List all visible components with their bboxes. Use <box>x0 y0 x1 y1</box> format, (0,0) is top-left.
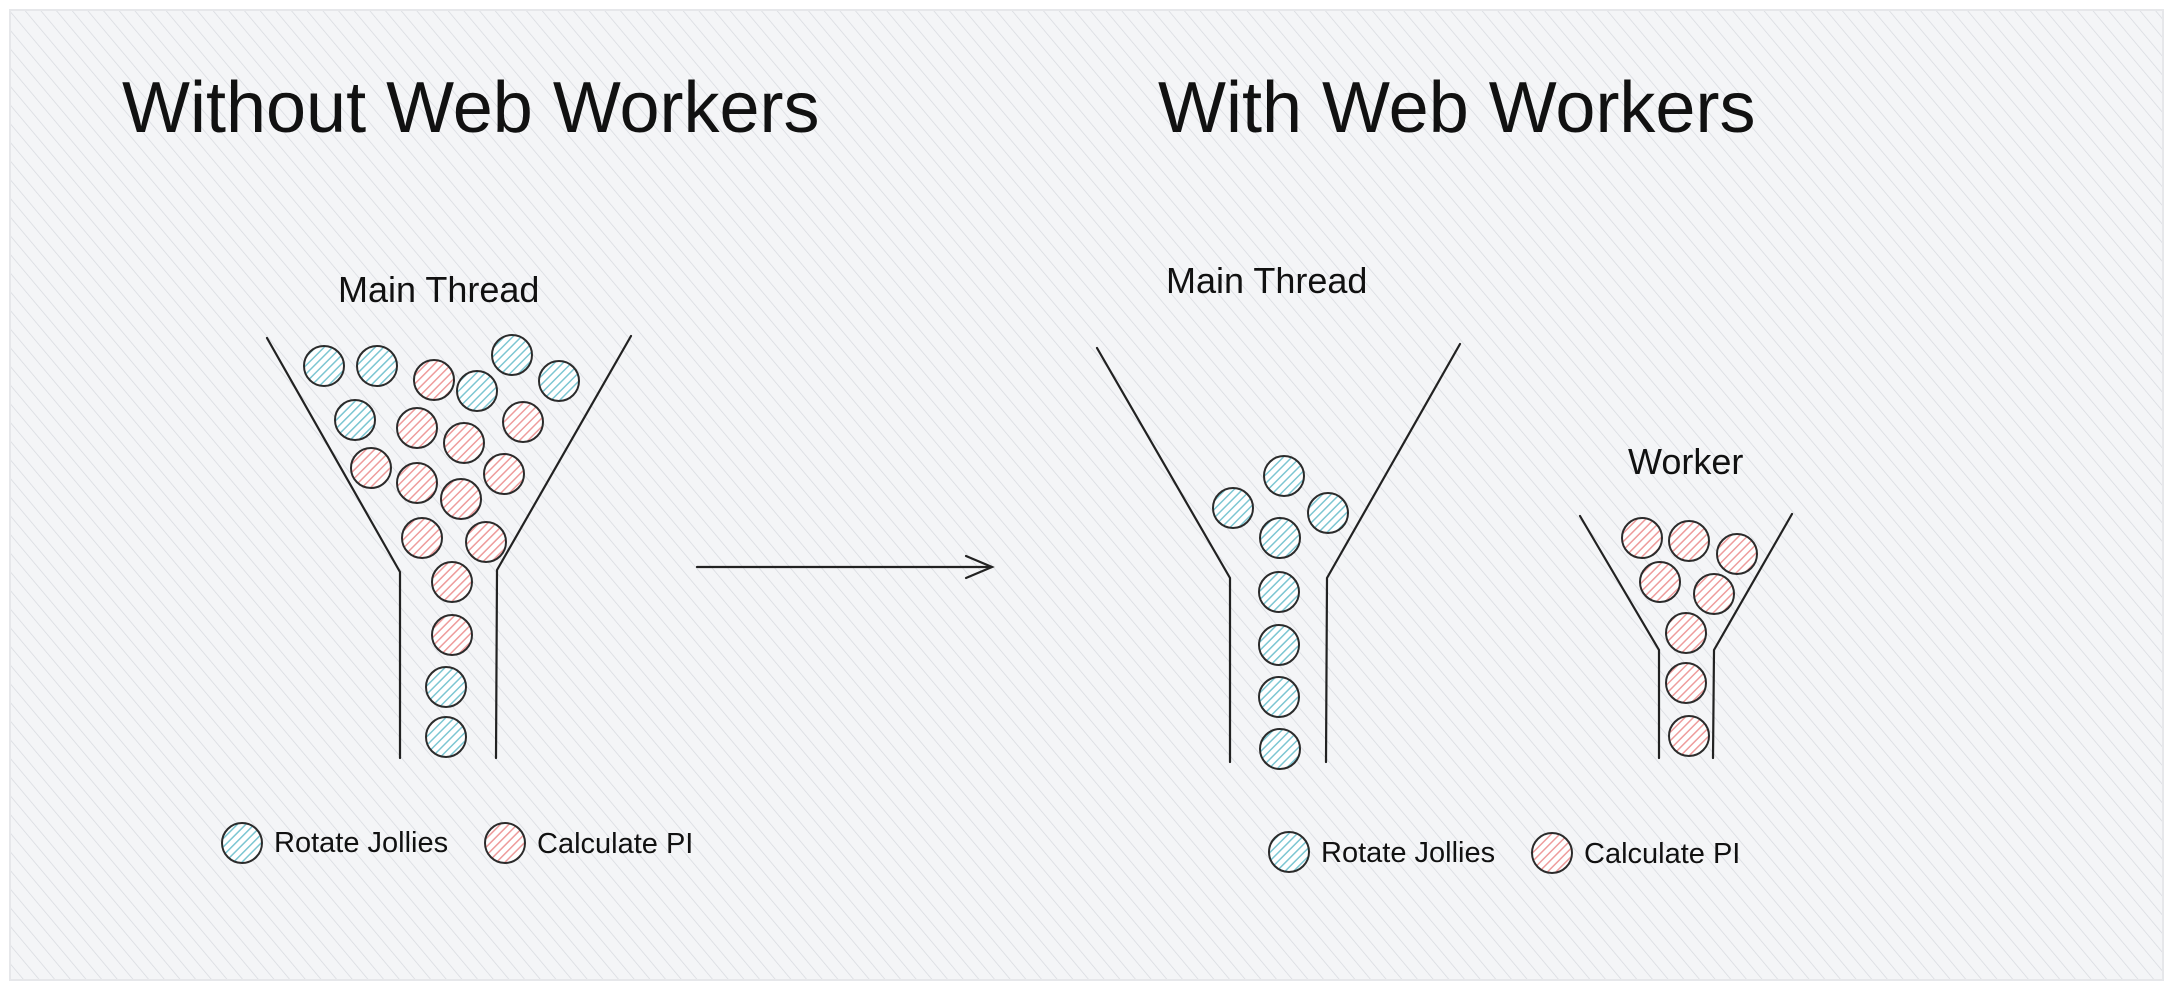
right-title: With Web Workers <box>1158 68 1755 148</box>
calculate-pi-ball <box>431 614 473 656</box>
legend-calculate-label: Calculate PI <box>1584 838 1740 870</box>
calculate-pi-ball <box>1716 533 1758 575</box>
calculate-pi-ball <box>1639 561 1681 603</box>
calculate-pi-ball <box>465 521 507 563</box>
right-funnel-right-wall <box>1324 342 1462 764</box>
calculate-pi-ball <box>1665 662 1707 704</box>
left-balls <box>303 334 580 758</box>
worker-balls <box>1621 517 1758 757</box>
rotate-jollies-ball <box>1259 517 1301 559</box>
legend-rotate-label: Rotate Jollies <box>1321 837 1495 869</box>
rotate-jollies-ball <box>1258 571 1300 613</box>
legend-rotate-label: Rotate Jollies <box>274 827 448 859</box>
background <box>9 9 2164 981</box>
calculate-pi-ball <box>401 517 443 559</box>
right-legend: Rotate Jollies Calculate PI <box>1268 831 1740 874</box>
legend-calculate-swatch <box>484 822 526 864</box>
calculate-pi-ball <box>502 401 544 443</box>
right-balls <box>1212 455 1349 770</box>
calculate-pi-ball <box>1668 715 1710 757</box>
calculate-pi-ball <box>440 478 482 520</box>
right-funnel-label: Main Thread <box>1166 260 1367 301</box>
rotate-jollies-ball <box>1212 487 1254 529</box>
left-funnel-label: Main Thread <box>338 269 539 310</box>
rotate-jollies-ball <box>1307 492 1349 534</box>
rotate-jollies-ball <box>456 370 498 412</box>
calculate-pi-ball <box>350 447 392 489</box>
legend-calculate-swatch <box>1531 832 1573 874</box>
calculate-pi-ball <box>396 407 438 449</box>
legend-rotate-swatch <box>1268 831 1310 873</box>
legend-rotate-swatch <box>221 822 263 864</box>
rotate-jollies-ball <box>1259 728 1301 770</box>
left-funnel-right-wall <box>494 334 633 760</box>
left-title: Without Web Workers <box>122 68 820 148</box>
calculate-pi-ball <box>1693 573 1735 615</box>
worker-label: Worker <box>1628 441 1743 482</box>
calculate-pi-ball <box>396 462 438 504</box>
rotate-jollies-ball <box>425 666 467 708</box>
rotate-jollies-ball <box>1263 455 1305 497</box>
rotate-jollies-ball <box>425 716 467 758</box>
rotate-jollies-ball <box>303 345 345 387</box>
rotate-jollies-ball <box>356 345 398 387</box>
right-funnel <box>1095 342 1462 764</box>
legend-calculate-label: Calculate PI <box>537 828 693 860</box>
calculate-pi-ball <box>431 561 473 603</box>
calculate-pi-ball <box>483 453 525 495</box>
left-legend: Rotate Jollies Calculate PI <box>221 822 693 864</box>
rotate-jollies-ball <box>334 399 376 441</box>
worker-funnel <box>1578 512 1794 760</box>
calculate-pi-ball <box>1668 520 1710 562</box>
worker-funnel-right-wall <box>1711 512 1794 760</box>
rotate-jollies-ball <box>538 360 580 402</box>
arrow-right-icon <box>695 554 995 580</box>
calculate-pi-ball <box>413 359 455 401</box>
calculate-pi-ball <box>1665 612 1707 654</box>
rotate-jollies-ball <box>1258 676 1300 718</box>
calculate-pi-ball <box>443 422 485 464</box>
worker-funnel-left-wall <box>1578 514 1661 760</box>
left-funnel-left-wall <box>265 336 402 760</box>
calculate-pi-ball <box>1621 517 1663 559</box>
rotate-jollies-ball <box>1258 624 1300 666</box>
right-funnel-left-wall <box>1095 346 1232 764</box>
left-funnel <box>265 334 633 760</box>
rotate-jollies-ball <box>491 334 533 376</box>
